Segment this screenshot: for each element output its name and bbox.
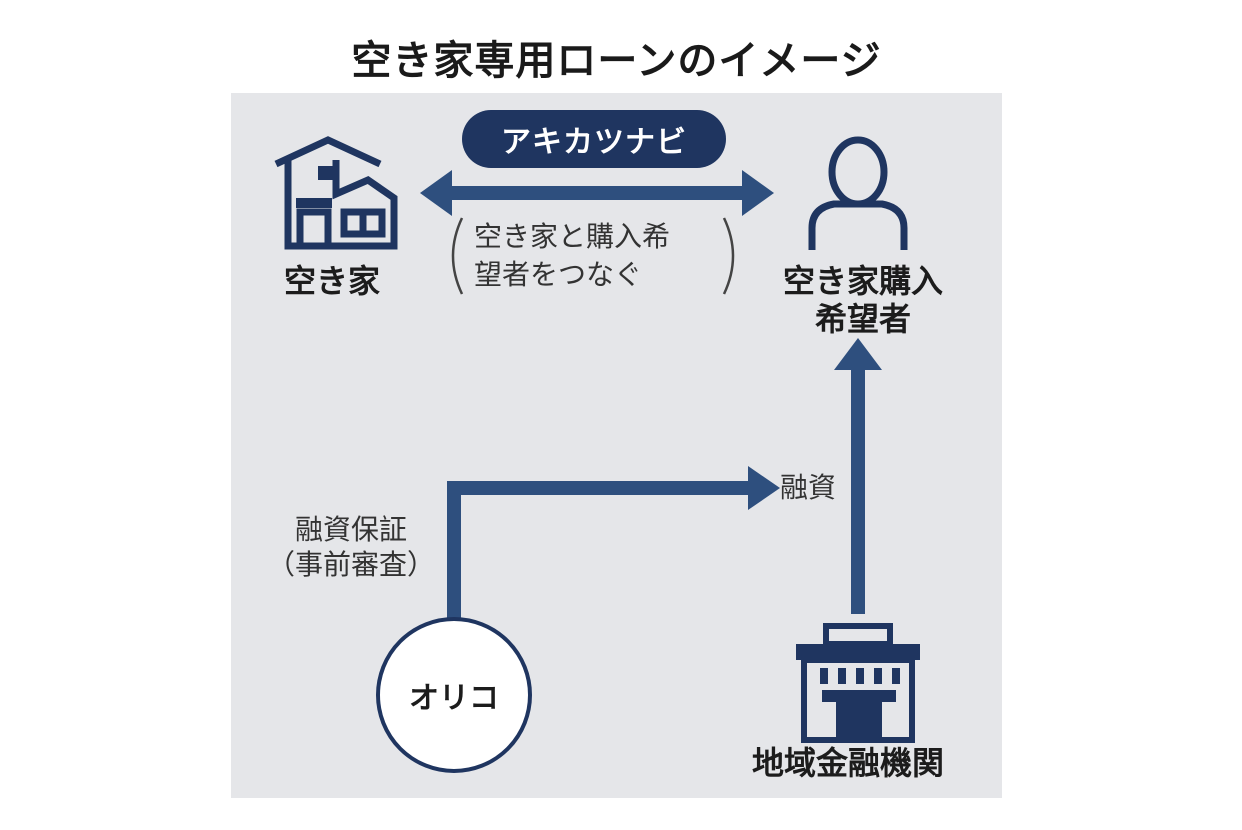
bank-building-icon	[796, 623, 920, 743]
platform-desc-line1: 空き家と購入希	[474, 220, 671, 253]
platform-name: アキカツナビ	[501, 125, 687, 160]
platform-pill	[462, 110, 726, 168]
guarantee-arrow	[447, 466, 780, 619]
buyer-label-line1: 空き家購入	[782, 262, 943, 300]
platform-desc: 空き家と購入希 望者をつなぐ	[474, 218, 670, 294]
vacant-house-label: 空き家	[284, 262, 381, 300]
buyer-label-line2: 希望者	[814, 300, 911, 339]
buyer-label: 空き家購入 希望者	[778, 262, 948, 339]
loan-label: 融資	[780, 471, 837, 504]
guarantee-label: 融資保証 （事前審査）	[256, 512, 446, 582]
guarantee-label-line2: （事前審査）	[266, 548, 435, 581]
double-arrow	[420, 170, 774, 216]
orico-circle	[376, 617, 532, 773]
guarantee-label-line1: 融資保証	[294, 513, 407, 546]
orico-label: オリコ	[409, 681, 499, 716]
page-title: 空き家専用ローンのイメージ	[351, 38, 882, 84]
loan-arrow-up	[834, 338, 882, 614]
platform-desc-line2: 望者をつなぐ	[474, 257, 643, 291]
paren-right	[722, 217, 735, 295]
house-icon	[274, 136, 398, 250]
bank-label: 地域金融機関	[752, 744, 945, 782]
paren-left	[451, 217, 464, 295]
person-icon	[808, 136, 908, 250]
